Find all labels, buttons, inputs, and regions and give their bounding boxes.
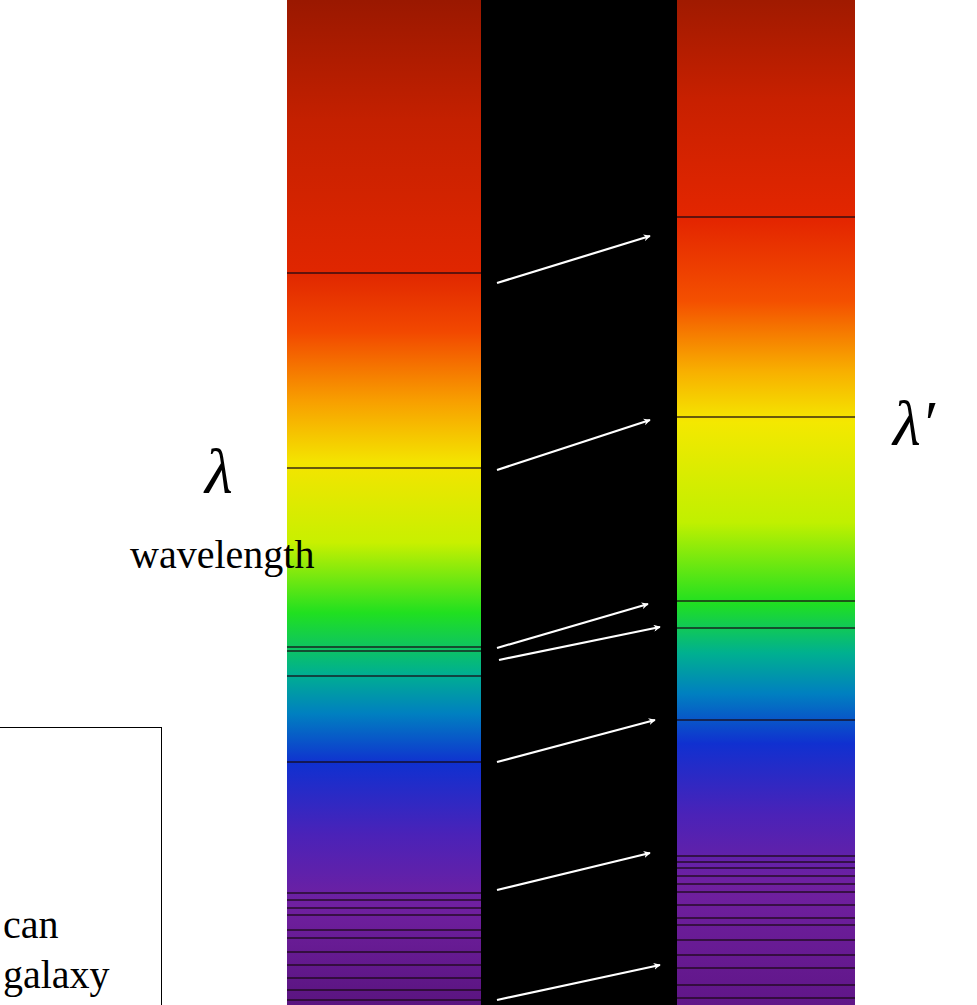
absorption-line <box>677 627 855 629</box>
absorption-line <box>677 855 855 857</box>
shifted-spectrum <box>677 0 855 1005</box>
absorption-line <box>677 984 855 986</box>
absorption-line <box>287 675 481 677</box>
absorption-line <box>287 892 481 894</box>
shift-arrow <box>497 604 648 648</box>
absorption-line <box>677 997 855 999</box>
absorption-line <box>677 917 855 919</box>
absorption-line <box>677 600 855 602</box>
absorption-line <box>287 989 481 991</box>
shift-arrow <box>497 853 650 890</box>
absorption-line <box>677 867 855 869</box>
absorption-line <box>287 977 481 979</box>
absorption-line <box>677 939 855 941</box>
absorption-line <box>677 719 855 721</box>
absorption-line <box>287 467 481 469</box>
absorption-line <box>287 899 481 901</box>
shift-arrow <box>497 236 650 283</box>
absorption-line <box>287 650 481 652</box>
absorption-line <box>287 929 481 931</box>
absorption-line <box>677 861 855 863</box>
absorption-line <box>677 967 855 969</box>
shift-arrow <box>499 627 660 660</box>
absorption-line <box>677 216 855 218</box>
axis-label: wavelength <box>130 535 314 575</box>
absorption-line <box>677 904 855 906</box>
absorption-line <box>677 924 855 926</box>
note-box: can galaxy <box>0 727 162 1005</box>
black-band <box>481 0 678 1005</box>
absorption-line <box>287 937 481 939</box>
absorption-line <box>677 891 855 893</box>
absorption-line <box>677 954 855 956</box>
absorption-line <box>287 951 481 953</box>
absorption-line <box>677 416 855 418</box>
absorption-line <box>287 964 481 966</box>
shift-arrow <box>497 420 650 470</box>
absorption-line <box>677 875 855 877</box>
absorption-line <box>287 999 481 1001</box>
absorption-line <box>287 646 481 648</box>
shift-arrow <box>497 720 655 762</box>
absorption-line <box>287 914 481 916</box>
absorption-line <box>287 272 481 274</box>
shift-arrow <box>497 965 660 1000</box>
wavelength-symbol: λ <box>205 440 233 504</box>
absorption-line <box>287 761 481 763</box>
shifted-wavelength-symbol: λ′ <box>893 392 935 456</box>
rest-spectrum <box>287 0 482 1005</box>
absorption-line <box>677 883 855 885</box>
absorption-line <box>287 907 481 909</box>
note-text: can galaxy <box>0 900 123 1000</box>
